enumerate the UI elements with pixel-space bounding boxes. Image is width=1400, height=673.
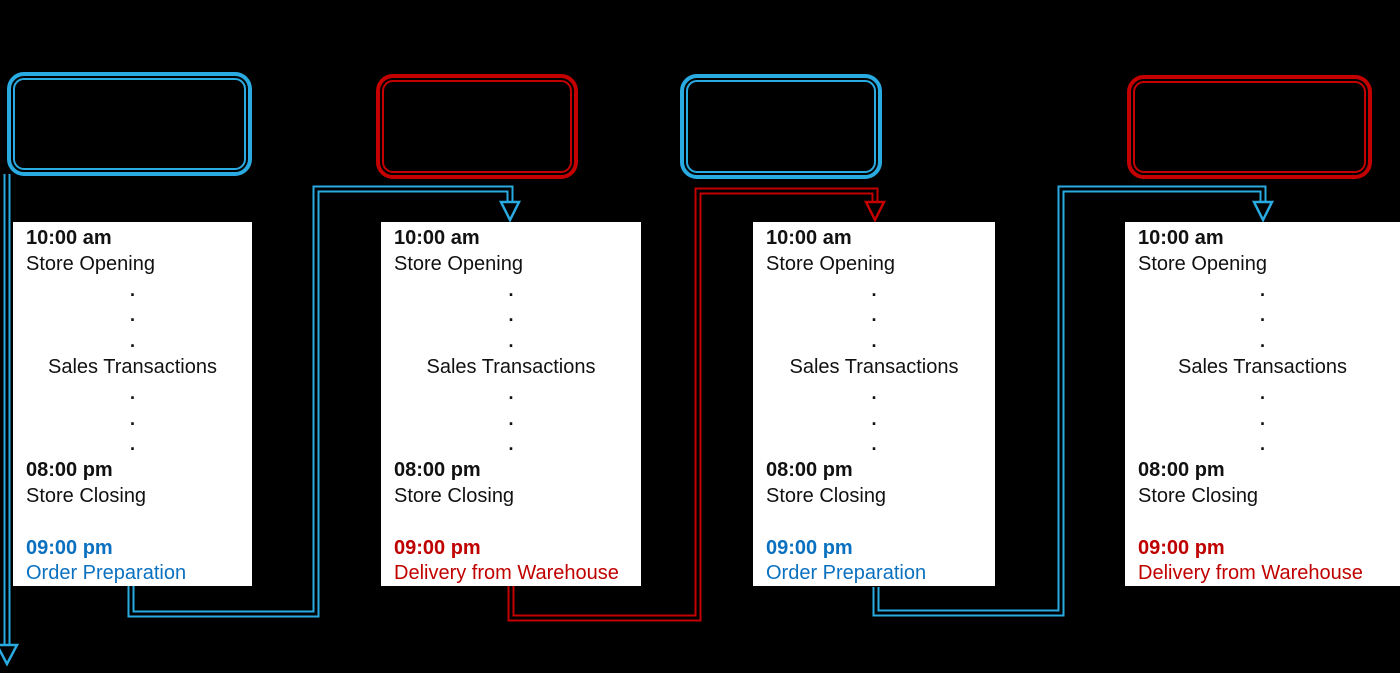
- dot: .: [508, 331, 514, 352]
- close-time: 08:00 pm: [1138, 459, 1225, 482]
- schedule-card-1: 10:00 am Store Opening . . . Sales Trans…: [13, 222, 252, 586]
- close-label: Store Closing: [26, 484, 147, 507]
- schedule-card-2: 10:00 am Store Opening . . . Sales Trans…: [381, 222, 641, 586]
- close-label: Store Closing: [1138, 484, 1259, 507]
- dot: .: [129, 408, 135, 429]
- dot: .: [871, 408, 877, 429]
- dot: .: [1259, 305, 1265, 326]
- dot: .: [1259, 408, 1265, 429]
- evening-label: Order Preparation: [26, 562, 187, 585]
- close-time: 08:00 pm: [394, 459, 481, 482]
- evening-time: 09:00 pm: [766, 536, 853, 559]
- open-label: Store Opening: [26, 252, 155, 275]
- open-label: Store Opening: [394, 252, 523, 275]
- dot: .: [871, 279, 877, 300]
- dot: .: [871, 331, 877, 352]
- evening-label: Delivery from Warehouse: [394, 562, 619, 585]
- dot: .: [1259, 331, 1265, 352]
- spacer: [753, 510, 995, 536]
- day-box-3: [680, 74, 882, 179]
- dot: .: [508, 382, 514, 403]
- dot: .: [871, 305, 877, 326]
- dot: .: [1259, 382, 1265, 403]
- mid-label: Sales Transactions: [789, 355, 959, 378]
- connector-card1-card2: [127, 185, 522, 618]
- spacer: [13, 510, 252, 536]
- dot: .: [1259, 434, 1265, 455]
- evening-label: Order Preparation: [766, 562, 927, 585]
- dot: .: [129, 382, 135, 403]
- arrow-down-icon: [0, 643, 20, 667]
- arrow-down-icon: [1251, 200, 1275, 223]
- close-time: 08:00 pm: [26, 459, 113, 482]
- day-box-1: [7, 72, 252, 176]
- mid-label: Sales Transactions: [426, 355, 596, 378]
- evening-label: Delivery from Warehouse: [1138, 562, 1363, 585]
- open-label: Store Opening: [1138, 252, 1267, 275]
- schedule-card-3: 10:00 am Store Opening . . . Sales Trans…: [753, 222, 995, 586]
- day-box-4: [1127, 75, 1372, 179]
- open-time: 10:00 am: [26, 227, 112, 249]
- evening-time: 09:00 pm: [26, 536, 113, 559]
- connector-day1-exit: [0, 174, 20, 667]
- open-time: 10:00 am: [766, 227, 852, 249]
- open-time: 10:00 am: [1138, 227, 1224, 249]
- spacer: [1125, 510, 1400, 536]
- dot: .: [129, 331, 135, 352]
- close-label: Store Closing: [394, 484, 515, 507]
- connector-card3-card4: [872, 185, 1275, 617]
- dot: .: [129, 305, 135, 326]
- dot: .: [508, 279, 514, 300]
- open-label: Store Opening: [766, 252, 895, 275]
- dot: .: [508, 408, 514, 429]
- close-time: 08:00 pm: [766, 459, 853, 482]
- dot: .: [129, 279, 135, 300]
- arrow-down-icon: [863, 200, 887, 223]
- day-box-2: [376, 74, 578, 179]
- connector-card2-card3: [507, 187, 887, 622]
- arrow-down-icon: [498, 200, 522, 223]
- mid-label: Sales Transactions: [1178, 355, 1347, 378]
- dot: .: [129, 434, 135, 455]
- dot: .: [508, 434, 514, 455]
- evening-time: 09:00 pm: [394, 536, 481, 559]
- schedule-card-4: 10:00 am Store Opening . . . Sales Trans…: [1125, 222, 1400, 586]
- dot: .: [1259, 279, 1265, 300]
- dot: .: [871, 434, 877, 455]
- dot: .: [508, 305, 514, 326]
- mid-label: Sales Transactions: [48, 355, 217, 378]
- spacer: [381, 510, 641, 536]
- close-label: Store Closing: [766, 484, 887, 507]
- dot: .: [871, 382, 877, 403]
- evening-time: 09:00 pm: [1138, 536, 1225, 559]
- open-time: 10:00 am: [394, 227, 480, 249]
